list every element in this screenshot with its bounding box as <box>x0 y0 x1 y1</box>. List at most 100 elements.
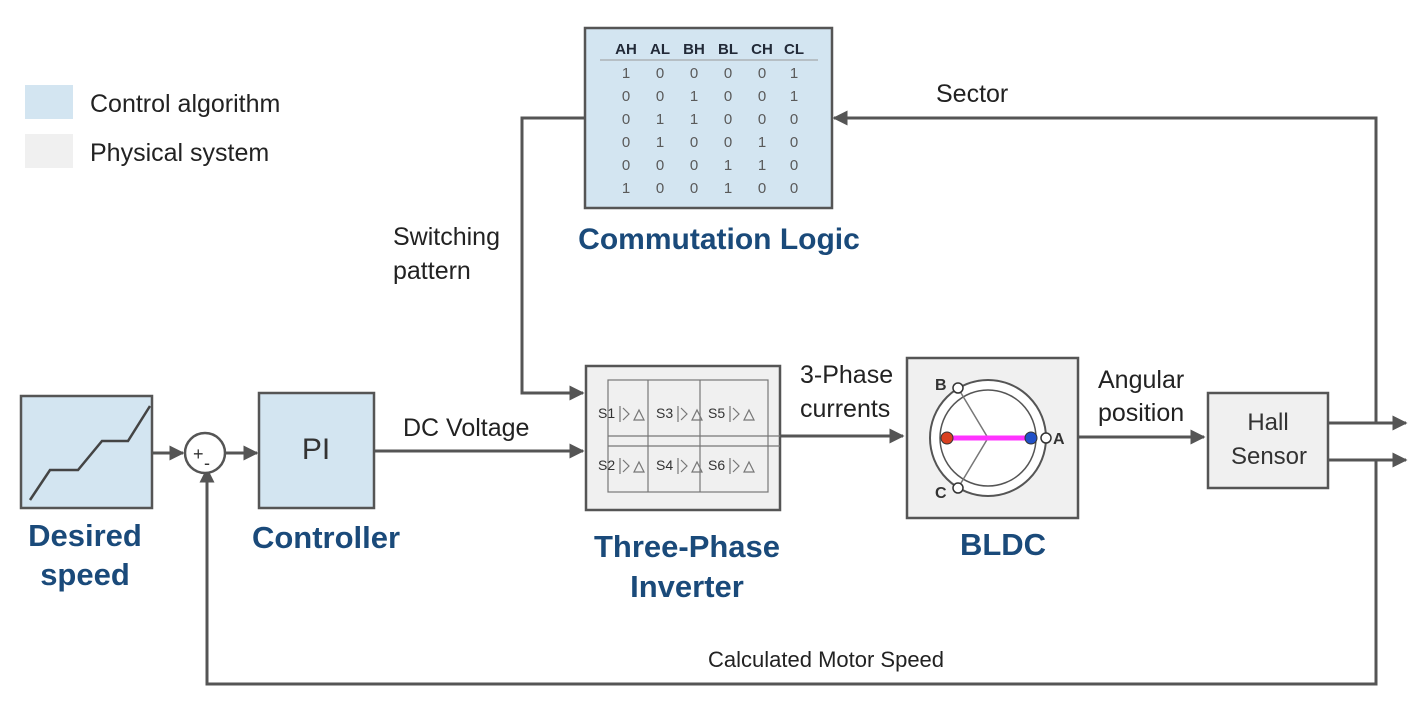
wire-switching-pattern <box>520 116 585 401</box>
commutation-cell: 0 <box>790 180 798 197</box>
commutation-cell: 1 <box>622 65 630 82</box>
commutation-cell: 1 <box>690 88 698 105</box>
commutation-header-al: AL <box>650 41 670 58</box>
commutation-table-box <box>583 26 834 210</box>
switch-label-s5: S5 <box>708 405 725 421</box>
rotor-pole-right <box>1024 431 1038 445</box>
commutation-cell: 1 <box>656 111 664 128</box>
hall-sensor-label-line1: Hall <box>1247 409 1288 436</box>
sector-label: Sector <box>936 80 1008 108</box>
sum-junction: + - <box>183 431 227 475</box>
angular-position-label-line1: Angular <box>1098 366 1184 394</box>
commutation-cell: 0 <box>758 111 766 128</box>
desired-speed-title-line2: speed <box>40 557 130 592</box>
commutation-cell: 1 <box>758 134 766 151</box>
commutation-cell: 0 <box>790 111 798 128</box>
dc-voltage-label: DC Voltage <box>403 414 529 442</box>
commutation-cell: 0 <box>758 180 766 197</box>
controller-block: PI Controller <box>252 391 400 555</box>
commutation-cell: 0 <box>690 134 698 151</box>
commutation-cell: 0 <box>790 134 798 151</box>
commutation-title: Commutation Logic <box>578 223 860 256</box>
desired-speed-title-line1: Desired <box>28 518 142 553</box>
sum-circle <box>183 431 227 475</box>
commutation-cell: 1 <box>622 180 630 197</box>
commutation-cell: 0 <box>622 134 630 151</box>
commutation-cell: 0 <box>758 65 766 82</box>
commutation-cell: 0 <box>758 88 766 105</box>
controller-box <box>257 391 376 510</box>
angular-position-label-line2: position <box>1098 399 1184 427</box>
inverter-box <box>584 364 782 512</box>
sum-minus-sign: - <box>204 453 210 473</box>
commutation-cell: 1 <box>758 157 766 174</box>
hall-sensor-label-line2: Sensor <box>1231 443 1307 470</box>
controller-title: Controller <box>252 520 400 555</box>
commutation-cell: 1 <box>790 88 798 105</box>
bldc-block: A B C BLDC <box>905 356 1080 562</box>
igbt-diode-icon <box>677 458 703 474</box>
commutation-cell: 1 <box>690 111 698 128</box>
legend: Control algorithm Physical system <box>25 85 280 168</box>
commutation-cell: 1 <box>656 134 664 151</box>
commutation-cell: 1 <box>724 157 732 174</box>
switch-label-s4: S4 <box>656 457 673 473</box>
switch-label-s6: S6 <box>708 457 725 473</box>
ramp-signal-icon <box>28 405 152 501</box>
signal-labels: DC Voltage Switching pattern 3-Phase cur… <box>393 80 1184 672</box>
inverter-title-line2: Inverter <box>630 569 744 604</box>
switch-label-s3: S3 <box>656 405 673 421</box>
legend-swatch-control <box>25 85 73 119</box>
phase-c-terminal <box>952 482 964 494</box>
commutation-header-ch: CH <box>751 41 773 58</box>
controller-pi-label: PI <box>302 433 330 466</box>
commutation-header-ah: AH <box>615 41 637 58</box>
commutation-cell: 0 <box>724 88 732 105</box>
bldc-winding-b <box>957 387 989 439</box>
desired-speed-block: Desired speed <box>19 394 154 592</box>
signal-wires <box>152 110 1408 686</box>
igbt-diode-icon <box>729 406 755 422</box>
hall-sensor-box <box>1206 391 1330 490</box>
commutation-cell: 0 <box>622 88 630 105</box>
phase-a-label: A <box>1053 431 1065 448</box>
sum-plus-sign: + <box>193 444 204 464</box>
commutation-cell: 0 <box>724 65 732 82</box>
legend-swatch-physical <box>25 134 73 168</box>
igbt-diode-icon <box>619 406 645 422</box>
inverter-title-line1: Three-Phase <box>594 529 780 564</box>
commutation-cell: 0 <box>622 157 630 174</box>
phase-c-label: C <box>935 485 947 502</box>
desired-speed-box <box>19 394 154 510</box>
commutation-cell: 0 <box>724 111 732 128</box>
switch-label-s2: S2 <box>598 457 615 473</box>
rotor-pole-left <box>940 431 954 445</box>
switch-label-s1: S1 <box>598 405 615 421</box>
phase-b-terminal <box>952 382 964 394</box>
bldc-winding-c <box>957 437 989 489</box>
phase-a-terminal <box>1040 432 1052 444</box>
commutation-cell: 1 <box>790 65 798 82</box>
commutation-cell: 0 <box>724 134 732 151</box>
commutation-cell: 0 <box>656 88 664 105</box>
hall-sensor-block: Hall Sensor <box>1206 391 1330 490</box>
three-phase-label-line1: 3-Phase <box>800 361 893 389</box>
commutation-header-cl: CL <box>784 41 804 58</box>
legend-label-physical: Physical system <box>90 139 269 167</box>
commutation-cell: 0 <box>622 111 630 128</box>
switching-pattern-label-line2: pattern <box>393 257 471 285</box>
commutation-cell: 0 <box>656 180 664 197</box>
igbt-diode-icon <box>729 458 755 474</box>
igbt-diode-icon <box>677 406 703 422</box>
inverter-schematic <box>607 379 780 493</box>
commutation-cell: 0 <box>690 180 698 197</box>
commutation-cell: 1 <box>724 180 732 197</box>
commutation-header-bl: BL <box>718 41 738 58</box>
